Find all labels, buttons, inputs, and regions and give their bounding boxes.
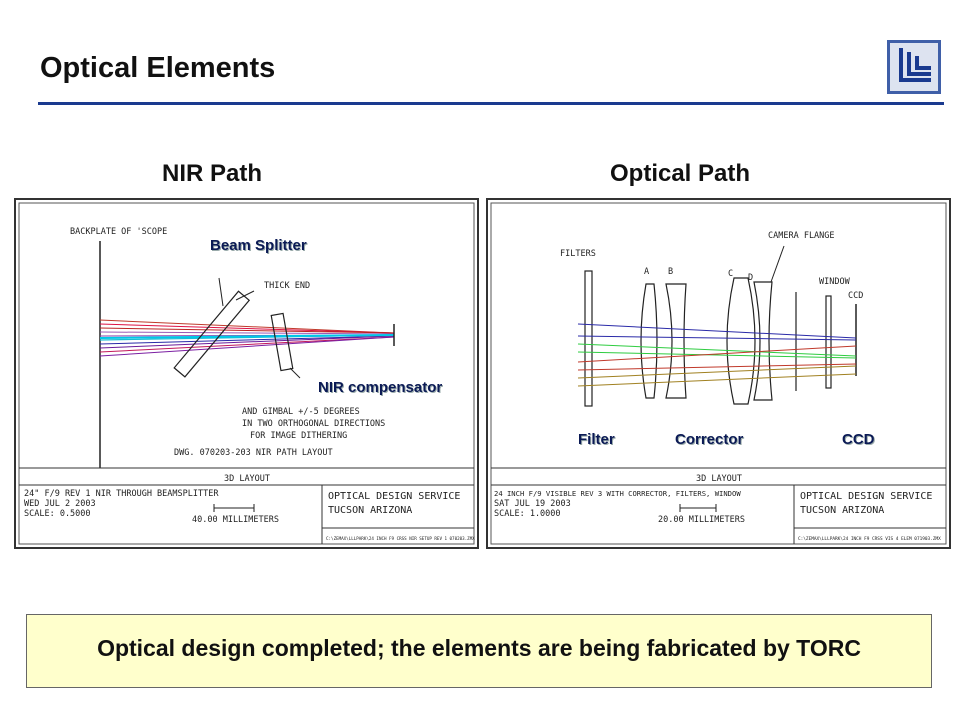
lens-b-label: B — [668, 267, 673, 277]
nir-layout-drawing: BACKPLATE OF 'SCOPE THICK END AND GIMBAL… — [14, 196, 480, 550]
nir-tb-service: OPTICAL DESIGN SERVICE — [328, 491, 460, 502]
optical-path-heading: Optical Path — [610, 160, 751, 187]
nir-tb-mm: 40.00 MILLIMETERS — [192, 515, 279, 525]
lens-d-label: D — [748, 273, 753, 283]
optical-tb-city: TUCSON ARIZONA — [800, 505, 884, 516]
optical-rays — [577, 323, 857, 387]
nir-tb-line1: 24" F/9 REV 1 NIR THROUGH BEAMSPLITTER — [24, 489, 219, 499]
summary-text: Optical design completed; the elements a… — [97, 635, 861, 661]
nir-rays — [99, 319, 395, 357]
nir-tb-file: C:\ZEMAX\LLLPARK\24 INCH F9 CRSS NIR SET… — [326, 536, 475, 541]
optical-3d-layout-label: 3D LAYOUT — [696, 474, 742, 484]
filter-element — [584, 270, 593, 407]
llnl-logo — [887, 40, 941, 94]
lens-a — [640, 283, 658, 399]
lens-c — [726, 277, 756, 405]
nir-tb-date: WED JUL 2 2003 — [24, 499, 96, 509]
filters-label: FILTERS — [560, 249, 596, 259]
nir-tb-scale: SCALE: 0.5000 — [24, 509, 91, 519]
nir-compensator-element — [270, 312, 294, 372]
filter-callout: Filter — [578, 431, 615, 448]
gimbal-label-3: FOR IMAGE DITHERING — [250, 431, 347, 441]
beam-splitter-callout: Beam Splitter — [210, 237, 307, 254]
nir-tb-city: TUCSON ARIZONA — [328, 505, 412, 516]
nir-compensator-callout: NIR compensator — [318, 379, 443, 396]
optical-tb-mm: 20.00 MILLIMETERS — [658, 515, 745, 525]
lens-b — [665, 283, 687, 399]
lens-a-label: A — [644, 267, 649, 277]
dwg-label: DWG. 070203-203 NIR PATH LAYOUT — [174, 448, 333, 458]
corrector-callout: Corrector — [675, 431, 744, 448]
optical-layout-drawing: FILTERS CAMERA FLANGE WINDOW CCD A B C D… — [486, 196, 952, 550]
title-underline — [38, 102, 944, 105]
nir-path-heading: NIR Path — [162, 160, 263, 187]
page-title: Optical Elements — [40, 52, 276, 84]
thick-end-label: THICK END — [264, 281, 310, 291]
lens-d — [753, 281, 773, 401]
window-element — [825, 295, 832, 389]
backplate-label: BACKPLATE OF 'SCOPE — [70, 227, 167, 237]
optical-tb-service: OPTICAL DESIGN SERVICE — [800, 491, 932, 502]
camera-flange-label: CAMERA FLANGE — [768, 231, 835, 241]
window-label: WINDOW — [819, 277, 851, 287]
optical-tb-file: C:\ZEMAX\LLLPARK\24 INCH F9 CRSS VIS 4 E… — [798, 536, 941, 542]
ccd-label: CCD — [848, 291, 863, 301]
optical-tb-scale: SCALE: 1.0000 — [494, 509, 561, 519]
nir-3d-layout-label: 3D LAYOUT — [224, 474, 270, 484]
ccd-callout: CCD — [842, 431, 875, 448]
gimbal-label-2: IN TWO ORTHOGONAL DIRECTIONS — [242, 419, 385, 429]
lens-c-label: C — [728, 269, 733, 279]
gimbal-label-1: AND GIMBAL +/-5 DEGREES — [242, 407, 360, 417]
optical-tb-date: SAT JUL 19 2003 — [494, 499, 571, 509]
optical-tb-line1: 24 INCH F/9 VISIBLE REV 3 WITH CORRECTOR… — [494, 489, 741, 498]
summary-box: Optical design completed; the elements a… — [26, 614, 932, 688]
